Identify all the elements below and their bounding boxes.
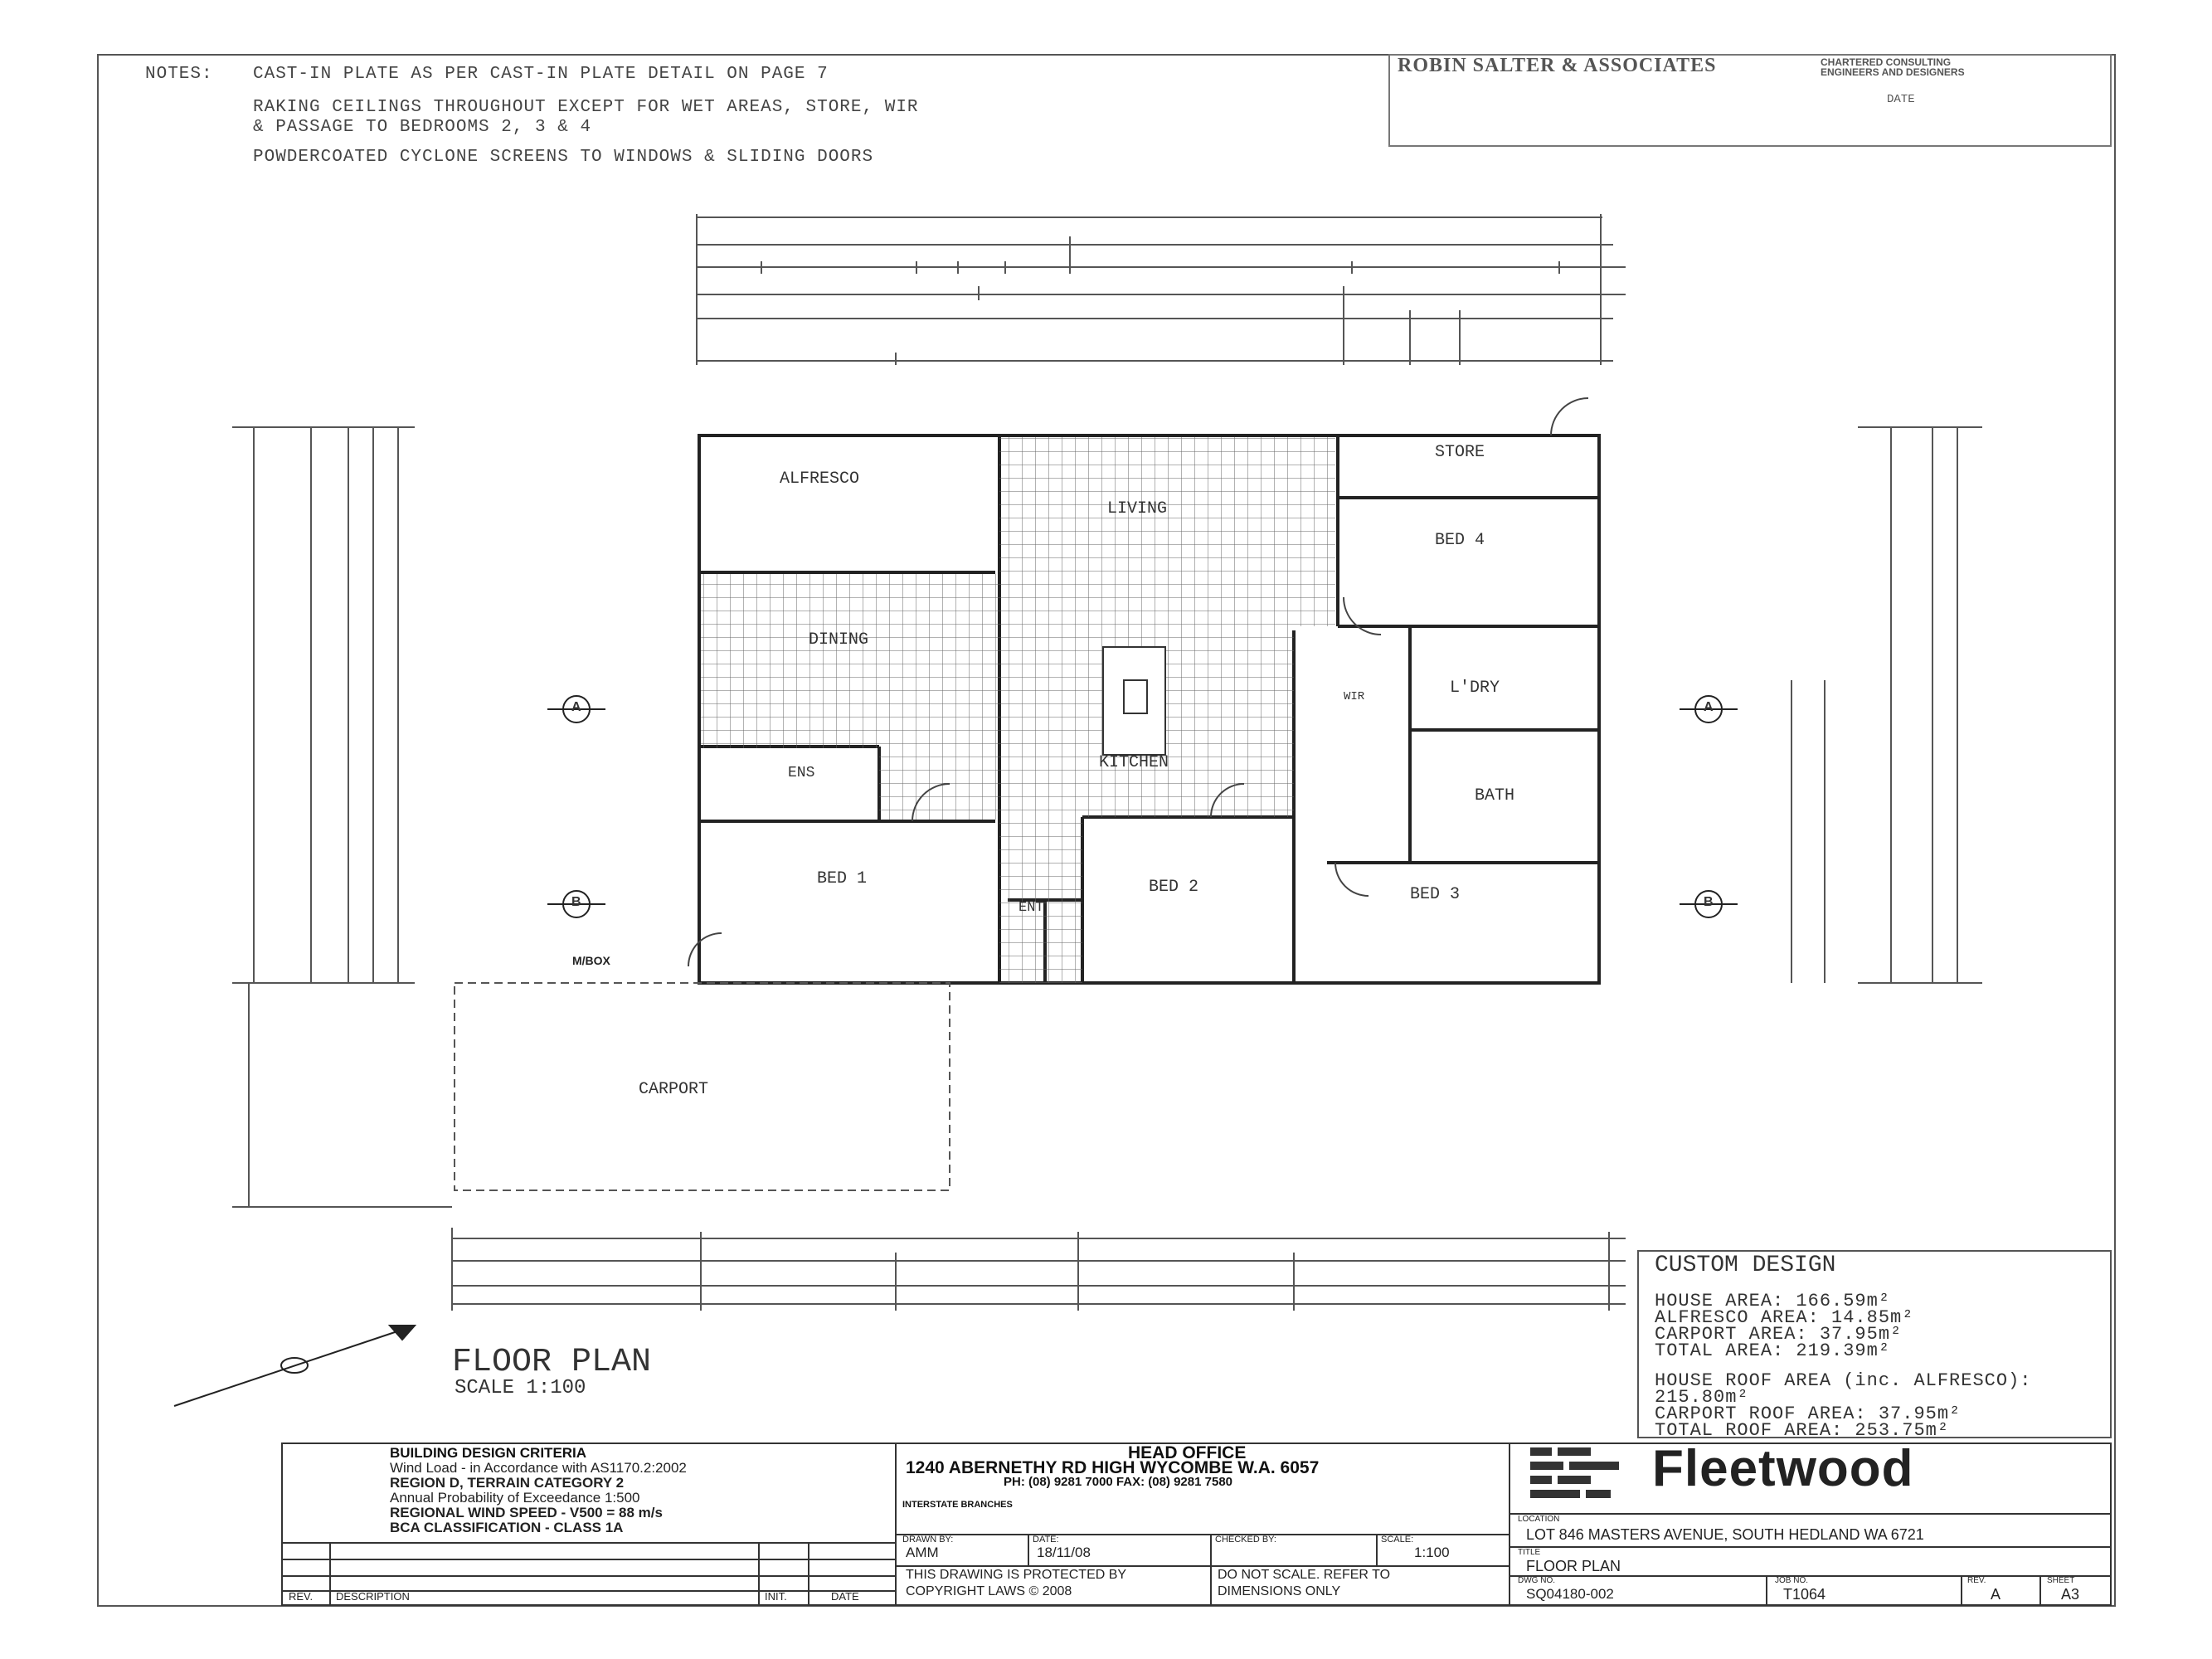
section-marker-b-right bbox=[1680, 890, 1738, 918]
right-dimensions bbox=[1791, 426, 1982, 984]
room-label-alfresco: ALFRESCO bbox=[780, 469, 860, 489]
room-label-bed3: BED 3 bbox=[1410, 885, 1461, 904]
rev-column-header: REV. bbox=[289, 1590, 314, 1603]
section-marker-b-left bbox=[547, 890, 605, 918]
carport-area: CARPORT AREA: 37.95m² bbox=[1655, 1324, 1903, 1345]
date-value: 18/11/08 bbox=[1037, 1545, 1091, 1560]
no-scale-line-1: DO NOT SCALE. REFER TO bbox=[1218, 1568, 1391, 1582]
no-scale-line-2: DIMENSIONS ONLY bbox=[1218, 1584, 1341, 1598]
door-swings bbox=[688, 397, 1589, 967]
room-label-bed4: BED 4 bbox=[1435, 531, 1485, 550]
head-office-title: HEAD OFFICE bbox=[1128, 1443, 1247, 1462]
date-label: DATE: bbox=[1033, 1535, 1059, 1545]
room-label-kitchen: KITCHEN bbox=[1099, 753, 1169, 772]
job-no-label: JOB NO. bbox=[1775, 1576, 1809, 1585]
company-name: Fleetwood bbox=[1652, 1440, 1914, 1497]
scale-value: 1:100 bbox=[1414, 1545, 1450, 1560]
alfresco-area: ALFRESCO AREA: 14.85m² bbox=[1655, 1307, 1914, 1328]
note-line-2: RAKING CEILINGS THROUGHOUT EXCEPT FOR WE… bbox=[253, 98, 919, 117]
checked-by-label: CHECKED BY: bbox=[1215, 1535, 1276, 1545]
rev-label: REV. bbox=[1967, 1576, 1986, 1585]
date-column-header: DATE bbox=[831, 1590, 859, 1603]
sheet-value: A3 bbox=[2061, 1586, 2080, 1603]
engineer-name: ROBIN SALTER & ASSOCIATES bbox=[1398, 55, 1717, 76]
note-line-3: & PASSAGE TO BEDROOMS 2, 3 & 4 bbox=[253, 118, 592, 137]
rev-value: A bbox=[1991, 1586, 2001, 1603]
note-line-1: CAST-IN PLATE AS PER CAST-IN PLATE DETAI… bbox=[253, 65, 829, 84]
room-label-ens: ENS bbox=[788, 765, 815, 781]
title-label: TITLE bbox=[1518, 1548, 1541, 1557]
section-letter-a-right: A bbox=[1704, 700, 1714, 714]
section-letter-b-left: B bbox=[571, 895, 581, 909]
dwg-no-label: DWG NO. bbox=[1518, 1576, 1555, 1585]
room-label-ent: ENT bbox=[1018, 900, 1044, 916]
section-letter-a-left: A bbox=[571, 700, 581, 714]
top-dimensions bbox=[696, 214, 1626, 365]
room-label-store: STORE bbox=[1435, 443, 1485, 462]
sink bbox=[1123, 679, 1148, 714]
job-no-value: T1064 bbox=[1783, 1586, 1826, 1603]
house-roof-area-label: HOUSE ROOF AREA (inc. ALFRESCO): bbox=[1655, 1370, 2032, 1391]
section-letter-b-right: B bbox=[1704, 895, 1714, 909]
engineer-tagline-1: CHARTERED CONSULTING bbox=[1821, 56, 1952, 68]
house-roof-area-value: 215.80m² bbox=[1655, 1387, 1749, 1408]
drawing-title: FLOOR PLAN bbox=[452, 1344, 652, 1381]
location-value: LOT 846 MASTERS AVENUE, SOUTH HEDLAND WA… bbox=[1526, 1526, 1924, 1543]
carport-roof-area: CARPORT ROOF AREA: 37.95m² bbox=[1655, 1404, 1962, 1424]
criteria-line-2: REGION D, TERRAIN CATEGORY 2 bbox=[390, 1475, 625, 1491]
custom-design-box bbox=[1637, 1250, 2112, 1438]
interstate-branches: INTERSTATE BRANCHES bbox=[902, 1500, 1013, 1510]
room-label-carport: CARPORT bbox=[639, 1080, 709, 1099]
drawing-scale: SCALE 1:100 bbox=[455, 1377, 586, 1399]
criteria-line-4: REGIONAL WIND SPEED - V500 = 88 m/s bbox=[390, 1505, 663, 1520]
head-office-phone: PH: (08) 9281 7000 FAX: (08) 9281 7580 bbox=[1004, 1475, 1232, 1489]
tiled-floor-areas bbox=[701, 437, 1335, 983]
carport-outline bbox=[454, 982, 950, 1191]
left-dimensions bbox=[232, 426, 452, 1208]
dwg-no-value: SQ04180-002 bbox=[1526, 1586, 1614, 1602]
house-area: HOUSE AREA: 166.59m² bbox=[1655, 1291, 1891, 1311]
room-label-ldry: L'DRY bbox=[1450, 679, 1500, 698]
note-line-4: POWDERCOATED CYCLONE SCREENS TO WINDOWS … bbox=[253, 148, 874, 167]
init-column-header: INIT. bbox=[765, 1590, 787, 1603]
title-block bbox=[281, 1443, 2112, 1606]
engineer-date-label: DATE bbox=[1887, 93, 1915, 106]
engineer-stamp-box bbox=[1388, 54, 2112, 147]
engineer-tagline-2: ENGINEERS AND DESIGNERS bbox=[1821, 66, 1965, 78]
description-column-header: DESCRIPTION bbox=[336, 1590, 410, 1603]
room-label-dining: DINING bbox=[809, 630, 869, 649]
section-marker-a-left bbox=[547, 695, 605, 723]
room-label-wir: WIR bbox=[1344, 690, 1365, 703]
mbox-label: M/BOX bbox=[572, 954, 610, 967]
notes-label: NOTES: bbox=[145, 65, 213, 84]
total-roof-area: TOTAL ROOF AREA: 253.75m² bbox=[1655, 1420, 1950, 1441]
sheet-label: SHEET bbox=[2047, 1576, 2075, 1585]
head-office-address: 1240 ABERNETHY RD HIGH WYCOMBE W.A. 6057 bbox=[906, 1458, 1320, 1477]
drawn-by-value: AMM bbox=[906, 1545, 939, 1560]
north-arrow-icon bbox=[173, 1325, 417, 1407]
criteria-title: BUILDING DESIGN CRITERIA bbox=[390, 1445, 587, 1461]
bottom-dimensions bbox=[451, 1228, 1626, 1311]
total-area: TOTAL AREA: 219.39m² bbox=[1655, 1340, 1891, 1361]
room-label-bed1: BED 1 bbox=[817, 869, 868, 888]
section-marker-a-right bbox=[1680, 695, 1738, 723]
room-label-bath: BATH bbox=[1475, 786, 1515, 805]
criteria-line-3: Annual Probability of Exceedance 1:500 bbox=[390, 1490, 640, 1506]
title-value: FLOOR PLAN bbox=[1526, 1558, 1621, 1574]
room-label-bed2: BED 2 bbox=[1149, 878, 1199, 897]
room-label-living: LIVING bbox=[1107, 499, 1168, 518]
criteria-line-1: Wind Load - in Accordance with AS1170.2:… bbox=[390, 1460, 687, 1476]
location-label: LOCATION bbox=[1518, 1515, 1560, 1524]
drawn-by-label: DRAWN BY: bbox=[902, 1535, 954, 1545]
fleetwood-logo-icon bbox=[1530, 1447, 1619, 1498]
criteria-line-5: BCA CLASSIFICATION - CLASS 1A bbox=[390, 1520, 624, 1535]
copyright-line-1: THIS DRAWING IS PROTECTED BY bbox=[906, 1568, 1127, 1582]
copyright-line-2: COPYRIGHT LAWS © 2008 bbox=[906, 1584, 1072, 1598]
custom-design-title: CUSTOM DESIGN bbox=[1655, 1253, 1836, 1278]
scale-label: SCALE: bbox=[1381, 1535, 1414, 1545]
